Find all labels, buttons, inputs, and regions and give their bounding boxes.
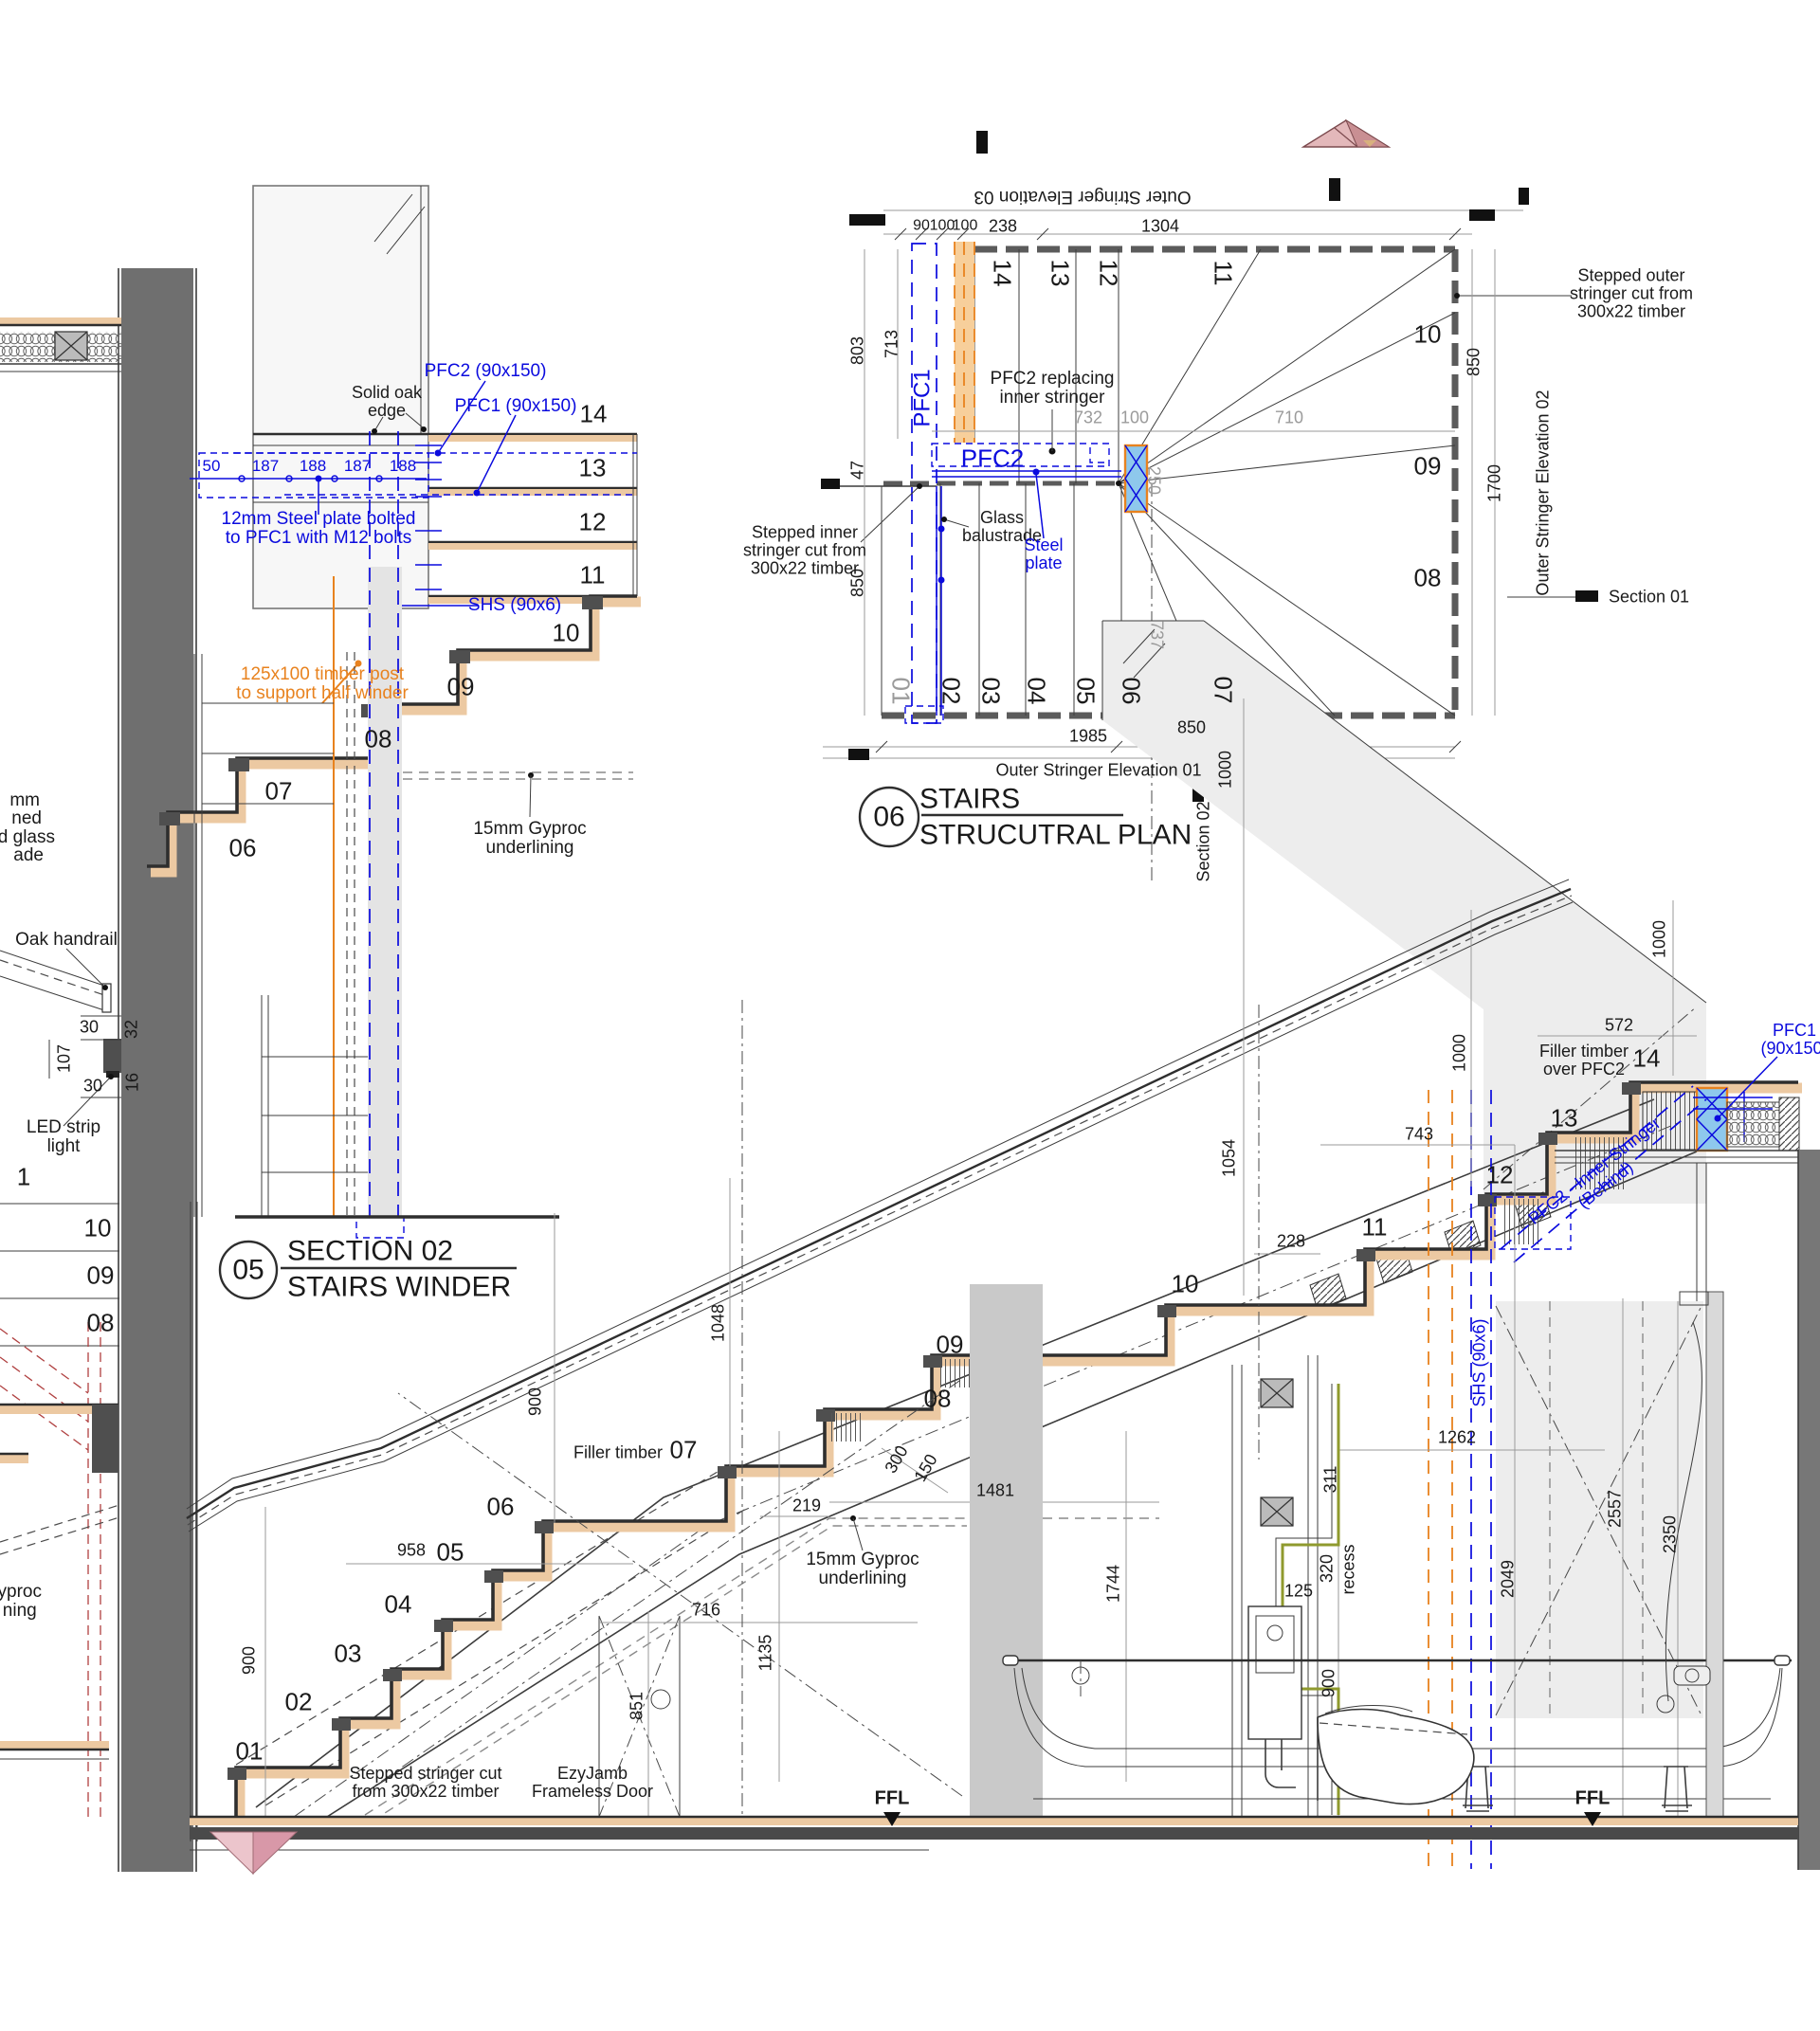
right-wall — [1798, 1150, 1820, 1870]
stringer-top — [255, 1098, 1655, 1808]
pfc2-plan — [931, 443, 1110, 467]
upper-wall-shade — [1102, 621, 1706, 1204]
handrail-top — [0, 950, 105, 987]
step-nose — [92, 1405, 118, 1473]
left-detail-view — [0, 268, 197, 1872]
floor-finish — [190, 1817, 1798, 1825]
stringer-bottom — [326, 1151, 1698, 1818]
handrail-profile — [103, 1039, 121, 1073]
wall-column — [970, 1284, 1043, 1817]
filler-timber-block — [1642, 1091, 1698, 1151]
plan06-view — [821, 131, 1598, 881]
floor-finish — [0, 317, 121, 325]
pfc2-channel — [1494, 1196, 1572, 1250]
wall-section — [121, 268, 193, 1872]
roof-marker-icon — [1301, 118, 1392, 148]
view-ref-circle — [218, 1240, 279, 1300]
glass-symbol — [373, 193, 413, 243]
main-section-view — [186, 118, 1820, 1876]
ffl-marker-icon — [883, 1812, 901, 1826]
handrail-outer — [186, 879, 1570, 1510]
led-strip — [106, 1071, 119, 1078]
stair-profile — [234, 1080, 1798, 1817]
bolt-marks — [415, 444, 442, 590]
steel-plate-plan — [1123, 444, 1149, 514]
bathtub — [1002, 1655, 1792, 1812]
floor-slab — [190, 1827, 1798, 1840]
datum-triangle-icon — [209, 1831, 299, 1876]
step-noses — [228, 1082, 1641, 1780]
wall-behind — [368, 567, 402, 1217]
ffl-marker-icon — [1584, 1812, 1601, 1826]
dim-ticks — [894, 227, 1462, 241]
dim-lines — [264, 698, 1697, 1817]
cistern — [1247, 1605, 1302, 1788]
handrail-bracket — [101, 983, 112, 1013]
shower-fittings — [1656, 1291, 1711, 1714]
section05-view — [147, 185, 641, 1300]
glass-panel — [252, 185, 429, 609]
pfc1-plan — [911, 243, 937, 724]
shower-wall — [1705, 1291, 1724, 1818]
toilet — [1317, 1705, 1475, 1805]
